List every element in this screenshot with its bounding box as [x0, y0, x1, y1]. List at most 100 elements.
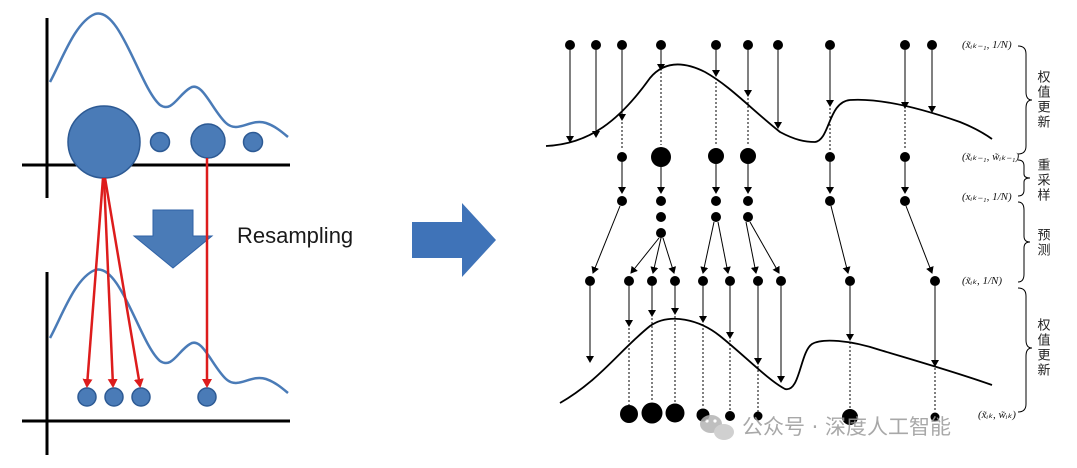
particle-dot [711, 196, 721, 206]
particle-dot-large [842, 409, 858, 425]
bottom-likelihood-curve [48, 268, 289, 394]
particle-dot [617, 196, 627, 206]
solid-arrow [630, 237, 660, 274]
stage-label-predict: 预测 [1035, 228, 1051, 258]
particle-dot [900, 152, 910, 162]
particle-large [67, 105, 141, 179]
particle-dot [670, 276, 680, 286]
weight-update-arrows [566, 50, 936, 143]
particle-dot [617, 40, 627, 50]
particle-dot [565, 40, 575, 50]
prediction-arrows [591, 205, 934, 274]
particle-dot [743, 40, 753, 50]
solid-arrow [717, 221, 731, 274]
upper-likelihood-curve [545, 63, 993, 147]
row-label-2: (x̃ᵢₖ₋₁, w̃ᵢₖ₋₁) [962, 151, 1019, 163]
red-arrow [102, 177, 118, 388]
particle-dot-medium [740, 148, 756, 164]
particle-dot [585, 276, 595, 286]
row-resampled-particles [617, 196, 910, 238]
brace [1017, 287, 1033, 413]
particle-small [149, 131, 171, 153]
dotted-links [621, 72, 906, 150]
lower-likelihood-curve [559, 317, 993, 404]
particle-dot [725, 411, 735, 421]
particle-small [242, 131, 264, 153]
brace [1017, 201, 1031, 283]
particle-dot-large [620, 405, 638, 423]
weight-update-arrows-2 [586, 286, 939, 383]
solid-arrow [749, 221, 780, 274]
top-likelihood-curve [48, 12, 289, 138]
watermark: 公众号 · 深度人工智能 [700, 415, 951, 440]
particle-dot [825, 152, 835, 162]
particle-dot [900, 196, 910, 206]
row-predicted-particles [585, 276, 940, 286]
resampling-arrows [82, 158, 212, 388]
particle-dot [656, 228, 666, 238]
right-arrow-icon [412, 203, 496, 277]
stage-label-resample: 重采样 [1035, 157, 1051, 203]
resampled-particle [77, 387, 97, 407]
left-panel: Resampling [22, 12, 353, 455]
row-initial-particles [565, 40, 937, 50]
particle-medium [190, 123, 226, 159]
top-plot [22, 12, 290, 198]
solid-arrow [905, 205, 934, 274]
resampled-particle [197, 387, 217, 407]
particle-dot-medium [708, 148, 724, 164]
particle-dot [711, 40, 721, 50]
particle-dot [743, 196, 753, 206]
row-label-3: (xᵢₖ₋₁, 1/N) [962, 191, 1012, 203]
row-label-4: (x̃ᵢₖ, 1/N) [962, 275, 1002, 287]
particle-dot [753, 276, 763, 286]
particle-dot [698, 276, 708, 286]
particle-dot [753, 411, 763, 421]
stage-label-weight-update-2: 权值更新 [1035, 317, 1051, 378]
particle-dot [845, 276, 855, 286]
right-panel: (x̃ᵢₖ₋₁, 1/N) (x̃ᵢₖ₋₁, w̃ᵢₖ₋₁) (xᵢₖ₋₁, 1… [545, 39, 1051, 425]
resampled-particle [104, 387, 124, 407]
red-arrow [103, 177, 144, 388]
particle-dot [773, 40, 783, 50]
red-arrow [82, 177, 105, 388]
particle-dot [711, 212, 721, 222]
particle-dot [617, 152, 627, 162]
particle-dot [743, 212, 753, 222]
row-final-weighted-particles [620, 402, 940, 425]
brace [1017, 159, 1031, 197]
particle-dot [656, 40, 666, 50]
particle-dot [591, 40, 601, 50]
particle-dot [825, 40, 835, 50]
solid-arrow [662, 237, 677, 274]
dotted-links-2 [628, 316, 936, 412]
particle-dot [927, 40, 937, 50]
stage-label-weight-update-1: 权值更新 [1035, 69, 1051, 130]
particle-dot [647, 276, 657, 286]
particle-dot-large [651, 147, 671, 167]
down-arrow-icon [132, 209, 214, 269]
stage-braces [1017, 45, 1033, 413]
resampled-particle [131, 387, 151, 407]
particle-dot [776, 276, 786, 286]
particle-dot-large [665, 403, 685, 423]
solid-arrow [830, 205, 851, 274]
row-label-5: (x̃ᵢₖ, w̃ᵢₖ) [978, 409, 1016, 421]
resampling-label: Resampling [237, 223, 353, 248]
solid-arrow [745, 221, 759, 274]
row-label-1: (x̃ᵢₖ₋₁, 1/N) [962, 39, 1012, 51]
particle-dot [930, 412, 940, 422]
particle-dot [656, 196, 666, 206]
particle-dot [825, 196, 835, 206]
solid-arrow [700, 221, 715, 274]
wechat-icon [700, 415, 734, 440]
bottom-plot [22, 268, 290, 455]
watermark-text: 公众号 · 深度人工智能 [742, 415, 951, 439]
particle-dot [900, 40, 910, 50]
particle-dot [656, 212, 666, 222]
row-weighted-particles [617, 147, 910, 167]
brace [1017, 45, 1033, 155]
solid-arrow [591, 205, 621, 274]
solid-arrow [650, 237, 662, 274]
particle-dot [624, 276, 634, 286]
